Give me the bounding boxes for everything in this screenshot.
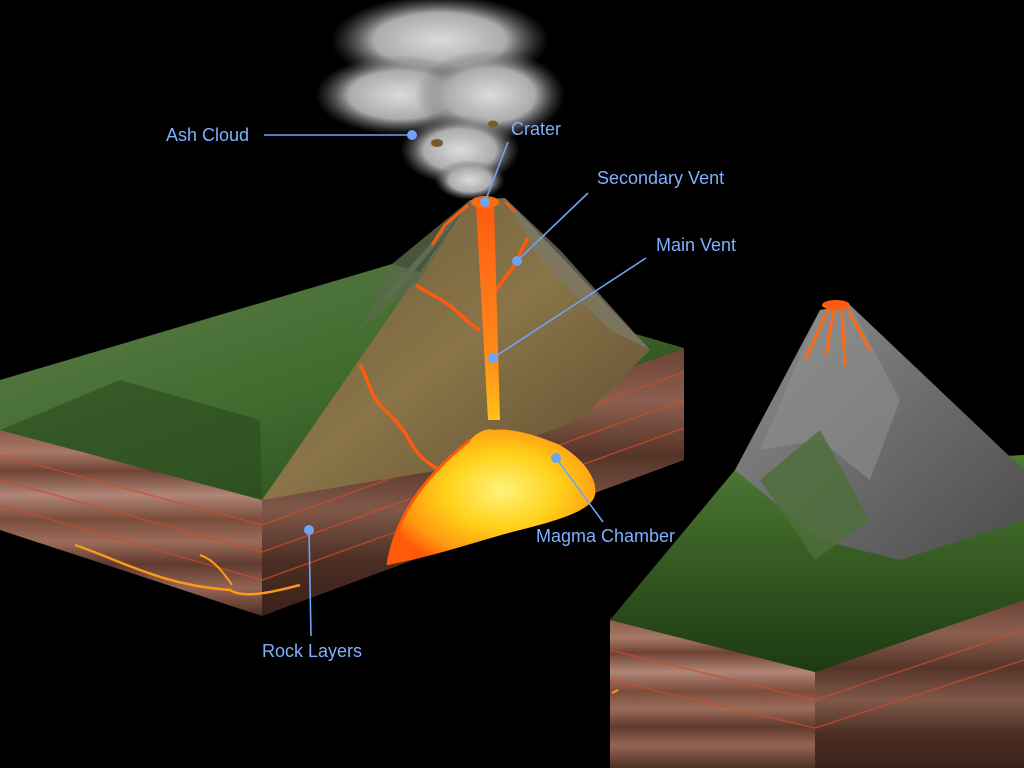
right-summit-lava	[803, 309, 872, 366]
cone-cutaway	[262, 198, 650, 500]
leader-dots	[304, 130, 561, 535]
strata-lava-crack	[74, 543, 301, 596]
leader-lines	[264, 134, 647, 637]
left-strata-front	[0, 430, 262, 616]
main-vent	[476, 205, 500, 420]
magma-chamber	[388, 429, 596, 565]
lava-vein-left-upper	[414, 283, 481, 332]
right-strata-right	[815, 600, 1024, 768]
right-strata-front	[610, 620, 815, 768]
left-terrain-shade	[0, 380, 262, 500]
lava-vein-left-lower	[358, 364, 441, 472]
ash-cloud-smoke	[315, 0, 565, 200]
